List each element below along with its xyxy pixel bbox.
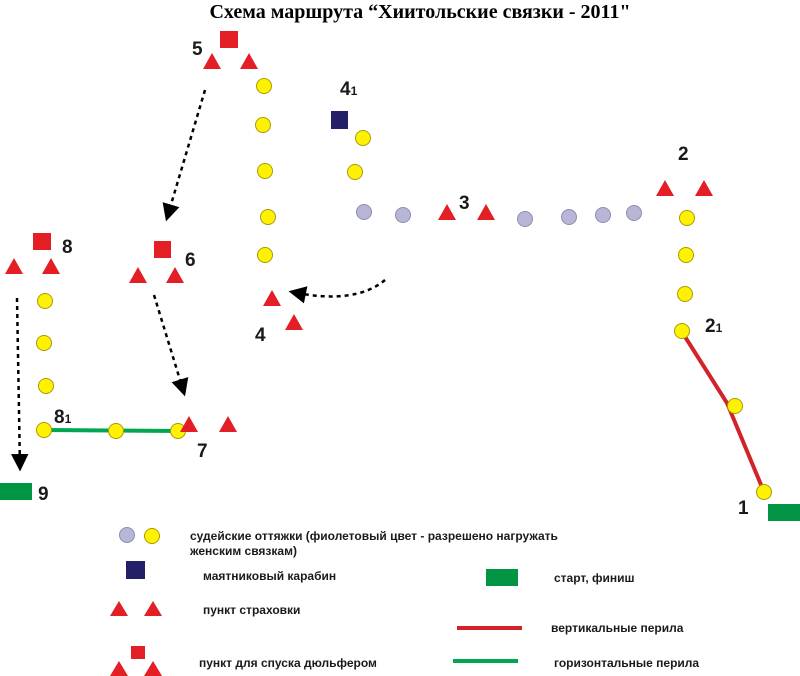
- legend-horizontal-rope: горизонтальные перила: [554, 656, 699, 670]
- yellow-anchor: [674, 323, 690, 339]
- navy-squares: [126, 111, 348, 579]
- yellow-anchor: [256, 78, 272, 94]
- lilac-anchor: [119, 527, 135, 543]
- yellow-anchor: [257, 247, 273, 263]
- yellow-anchor: [260, 209, 276, 225]
- legend-start-finish: старт, финиш: [554, 571, 635, 585]
- yellow-anchor: [355, 130, 371, 146]
- lilac-anchor: [595, 207, 611, 223]
- legend-anchors-line2: женским связкам): [189, 544, 297, 558]
- lilac-anchor: [626, 205, 642, 221]
- arrow-3-to-4: [288, 279, 386, 304]
- belay-triangle: [42, 258, 60, 274]
- legend-rappel-triangle: [110, 661, 128, 676]
- belay-triangle: [285, 314, 303, 330]
- legend-belay-triangle: [144, 601, 162, 616]
- yellow-anchors: [36, 78, 772, 544]
- point-label-9: 9: [38, 484, 49, 505]
- belay-triangle: [166, 267, 184, 283]
- point-label-1: 1: [738, 498, 749, 519]
- red-triangles: [5, 53, 713, 676]
- belay-triangle: [203, 53, 221, 69]
- point-label-6: 6: [185, 250, 196, 271]
- lilac-anchor: [395, 207, 411, 223]
- belay-triangle: [5, 258, 23, 274]
- point-label-8-1: 81: [54, 407, 72, 428]
- yellow-anchor: [679, 210, 695, 226]
- red-squares: [33, 31, 238, 659]
- yellow-anchor: [727, 398, 743, 414]
- rappel-square-6: [154, 241, 171, 258]
- rappel-square-5: [220, 31, 238, 48]
- legend-start-finish-rect: [486, 569, 518, 586]
- belay-triangle: [180, 416, 198, 432]
- belay-triangle: [656, 180, 674, 196]
- belay-triangle: [438, 204, 456, 220]
- rappel-square-8: [33, 233, 51, 250]
- yellow-anchor: [255, 117, 271, 133]
- vertical-rope: [680, 330, 766, 493]
- point-label-2: 2: [678, 144, 689, 165]
- point-label-8: 8: [62, 237, 73, 258]
- yellow-anchor: [678, 247, 694, 263]
- yellow-anchor: [257, 163, 273, 179]
- belay-triangle: [219, 416, 237, 432]
- point-label-7: 7: [197, 441, 208, 462]
- lilac-anchor: [356, 204, 372, 220]
- yellow-anchor: [37, 293, 53, 309]
- point-label-2-1: 21: [705, 316, 723, 337]
- point-label-4: 4: [255, 325, 266, 346]
- start-rect: [768, 504, 800, 521]
- finish-rect: [0, 483, 32, 500]
- yellow-anchor: [36, 335, 52, 351]
- belay-triangle: [695, 180, 713, 196]
- yellow-anchor: [36, 422, 52, 438]
- yellow-anchor: [347, 164, 363, 180]
- yellow-anchor: [756, 484, 772, 500]
- legend-rappel: пункт для спуска дюльфером: [199, 656, 377, 670]
- legend-rappel-triangle: [144, 661, 162, 676]
- lilac-anchor: [561, 209, 577, 225]
- lilac-anchors: [119, 204, 642, 543]
- pendulum-square-4-1: [331, 111, 348, 129]
- point-label-4-1: 41: [340, 79, 358, 100]
- belay-triangle: [240, 53, 258, 69]
- yellow-anchor: [144, 528, 160, 544]
- yellow-anchor: [677, 286, 693, 302]
- legend-rappel-square: [131, 646, 145, 659]
- arrow-6-to-7: [152, 294, 189, 397]
- point-label-3: 3: [459, 193, 470, 214]
- lilac-anchor: [517, 211, 533, 227]
- legend-anchors-line1: судейские оттяжки (фиолетовый цвет - раз…: [190, 529, 558, 543]
- point-label-5: 5: [192, 39, 203, 60]
- legend-belay: пункт страховки: [203, 603, 300, 617]
- arrow-8-to-9: [11, 297, 29, 472]
- green-rects: [0, 483, 800, 586]
- arrow-5-to-6: [162, 89, 207, 222]
- legend-pendulum-square: [126, 561, 145, 579]
- legend-vertical-rope: вертикальные перила: [551, 621, 684, 635]
- yellow-anchor: [108, 423, 124, 439]
- belay-triangle: [477, 204, 495, 220]
- belay-triangle: [263, 290, 281, 306]
- belay-triangle: [129, 267, 147, 283]
- diagram-title: Схема маршрута “Хиитольские связки - 201…: [209, 1, 630, 23]
- yellow-anchor: [38, 378, 54, 394]
- legend-pendulum: маятниковый карабин: [203, 569, 336, 583]
- legend-belay-triangle: [110, 601, 128, 616]
